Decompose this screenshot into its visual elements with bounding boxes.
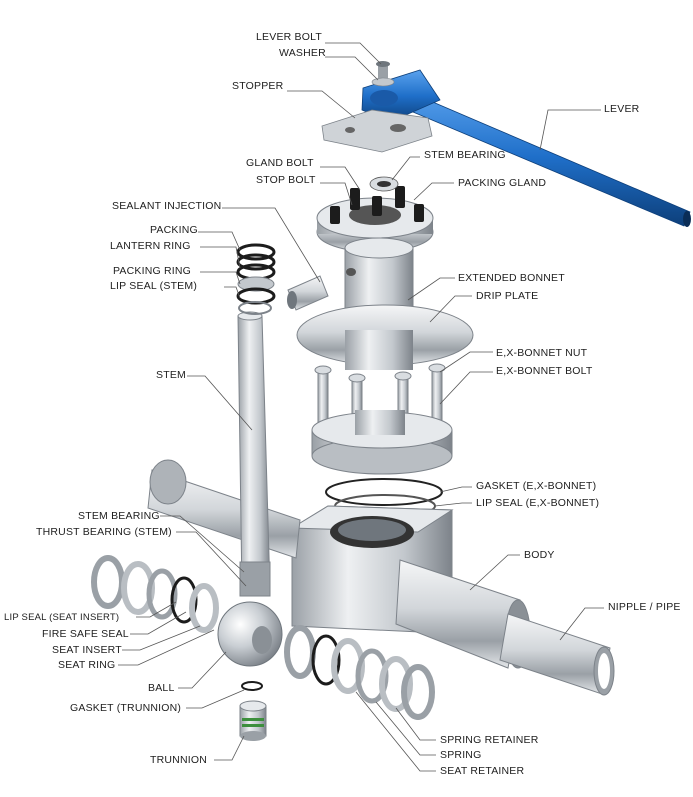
label-thrust-bearing: THRUST BEARING (STEM) (36, 526, 172, 538)
label-lip-seal-ex-bonnet: LIP SEAL (E,X-BONNET) (476, 497, 599, 509)
label-gland-bolt: GLAND BOLT (246, 157, 314, 169)
label-gasket-ex-bonnet: GASKET (E,X-BONNET) (476, 480, 596, 492)
label-seat-retainer: SEAT RETAINER (440, 765, 524, 777)
label-gasket-trunnion: GASKET (TRUNNION) (70, 702, 181, 714)
packing-stack (236, 243, 276, 315)
label-stopper: STOPPER (232, 80, 284, 92)
body-side-pipe (147, 459, 301, 559)
label-spring: SPRING (440, 749, 481, 761)
label-lip-seal-stem: LIP SEAL (STEM) (110, 280, 197, 292)
label-packing-ring: PACKING RING (113, 265, 191, 277)
label-packing: PACKING (150, 224, 198, 236)
stopper-plate (321, 109, 433, 153)
seat-rings-left (91, 555, 219, 633)
label-lantern-ring: LANTERN RING (110, 240, 191, 252)
label-extended-bonnet: EXTENDED BONNET (458, 272, 565, 284)
label-drip-plate: DRIP PLATE (476, 290, 538, 302)
label-stem-bearing-top: STEM BEARING (424, 149, 506, 161)
label-stem-bearing-lower: STEM BEARING (78, 510, 160, 522)
label-sealant-injection: SEALANT INJECTION (112, 200, 221, 212)
label-ball: BALL (148, 682, 175, 694)
drip-plate (296, 304, 474, 370)
label-body: BODY (524, 549, 555, 561)
bonnet-flange (311, 410, 453, 475)
packing-gland (316, 176, 434, 253)
label-seat-insert: SEAT INSERT (52, 644, 122, 656)
label-ex-bonnet-nut: E,X-BONNET NUT (496, 347, 588, 359)
nipple-pipe (395, 559, 615, 696)
label-fire-safe-seal: FIRE SAFE SEAL (42, 628, 129, 640)
label-ex-bonnet-bolt: E,X-BONNET BOLT (496, 365, 593, 377)
label-trunnion: TRUNNION (150, 754, 207, 766)
stem (237, 311, 271, 597)
sealant-injection-fitting (287, 275, 329, 311)
label-washer: WASHER (279, 47, 326, 59)
label-packing-gland: PACKING GLAND (458, 177, 546, 189)
label-seat-ring: SEAT RING (58, 659, 115, 671)
trunnion (239, 681, 267, 741)
lever (361, 61, 691, 227)
label-stop-bolt: STOP BOLT (256, 174, 316, 186)
label-nipple-pipe: NIPPLE / PIPE (608, 601, 681, 613)
leader-lines (118, 42, 604, 772)
ball (217, 601, 283, 667)
label-lip-seal-seat-insert: LIP SEAL (SEAT INSERT) (4, 612, 119, 623)
label-stem: STEM (156, 369, 186, 381)
seat-rings-right (284, 625, 435, 720)
label-lever: LEVER (604, 103, 640, 115)
label-spring-retainer: SPRING RETAINER (440, 734, 539, 746)
label-lever-bolt: LEVER BOLT (256, 31, 322, 43)
part-labels: LEVER BOLT WASHER STOPPER LEVER GLAND BO… (4, 31, 681, 777)
